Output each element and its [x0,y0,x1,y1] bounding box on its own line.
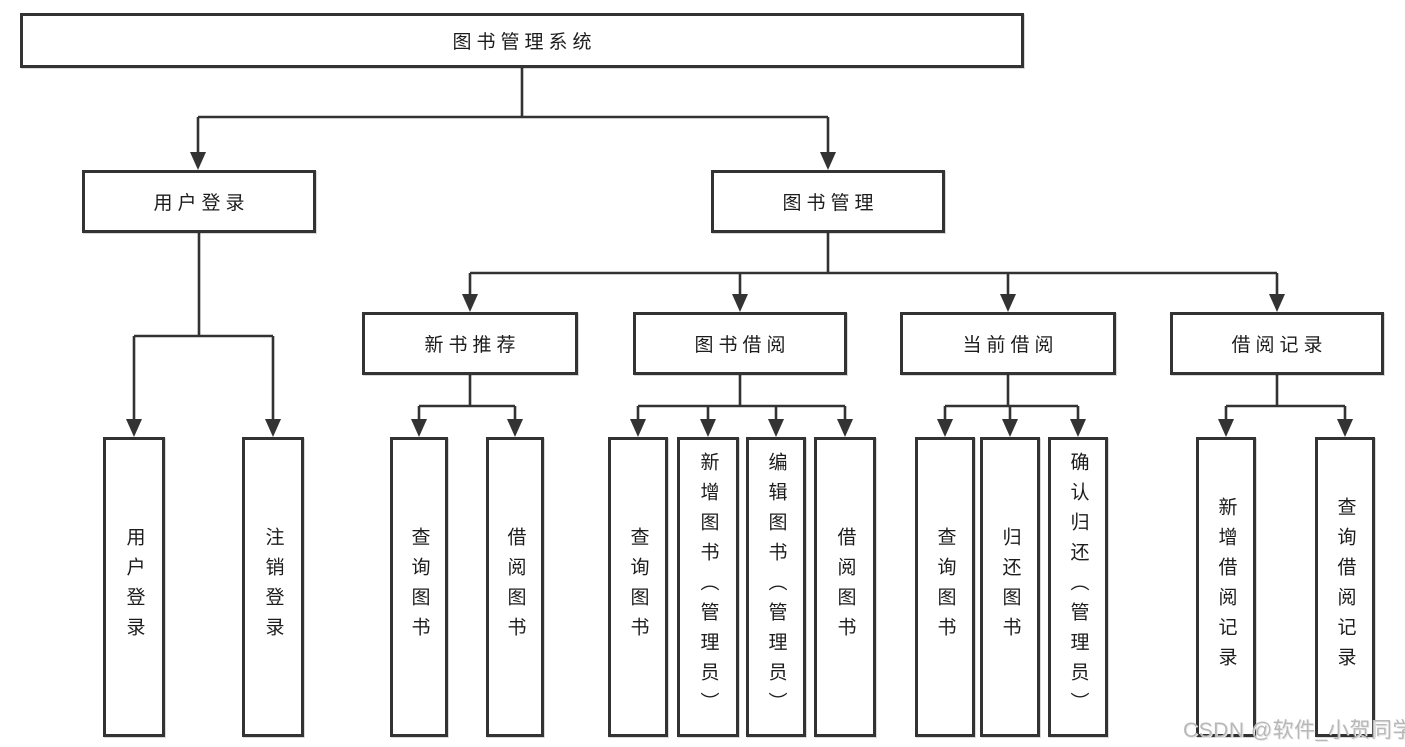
node-book-management: 图书管理 [711,170,945,233]
node-current-borrow: 当前借阅 [900,312,1116,375]
leaf-label: 用户登录 [123,527,145,647]
leaf-borrow-books: 借阅图书 [486,437,544,737]
node-root-system: 图书管理系统 [20,13,1024,68]
node-user-login: 用户登录 [82,170,316,233]
node-new-book-recommend: 新书推荐 [362,312,578,375]
leaf-borrow-books: 借阅图书 [814,437,876,737]
leaf-return-books: 归还图书 [980,437,1040,737]
leaf-label: 新增借阅记录 [1215,497,1237,677]
leaf-query-borrow-record: 查询借阅记录 [1315,437,1375,737]
leaf-query-books: 查询图书 [390,437,448,737]
leaf-label: 新增图书（管理员） [697,452,719,722]
leaf-add-books-admin: 新增图书（管理员） [677,437,739,737]
leaf-label: 确认归还（管理员） [1067,452,1089,722]
leaf-label: 借阅图书 [504,527,526,647]
leaf-label: 查询图书 [408,527,430,647]
leaf-label: 归还图书 [999,527,1021,647]
leaf-label: 查询图书 [934,527,956,647]
leaf-query-books: 查询图书 [915,437,975,737]
leaf-label: 注销登录 [262,527,284,647]
node-book-borrow: 图书借阅 [633,312,847,375]
leaf-confirm-return-admin: 确认归还（管理员） [1048,437,1108,737]
node-borrow-records: 借阅记录 [1170,312,1384,375]
leaf-label: 借阅图书 [834,527,856,647]
leaf-add-borrow-record: 新增借阅记录 [1196,437,1256,737]
leaf-user-login: 用户登录 [103,437,165,737]
leaf-label: 查询图书 [627,527,649,647]
leaf-label: 编辑图书（管理员） [765,452,787,722]
leaf-label: 查询借阅记录 [1334,497,1356,677]
leaf-edit-books-admin: 编辑图书（管理员） [746,437,806,737]
leaf-logout: 注销登录 [242,437,304,737]
csdn-watermark: CSDN @软件_小贺同学 [1183,719,1405,742]
leaf-query-books: 查询图书 [608,437,668,737]
